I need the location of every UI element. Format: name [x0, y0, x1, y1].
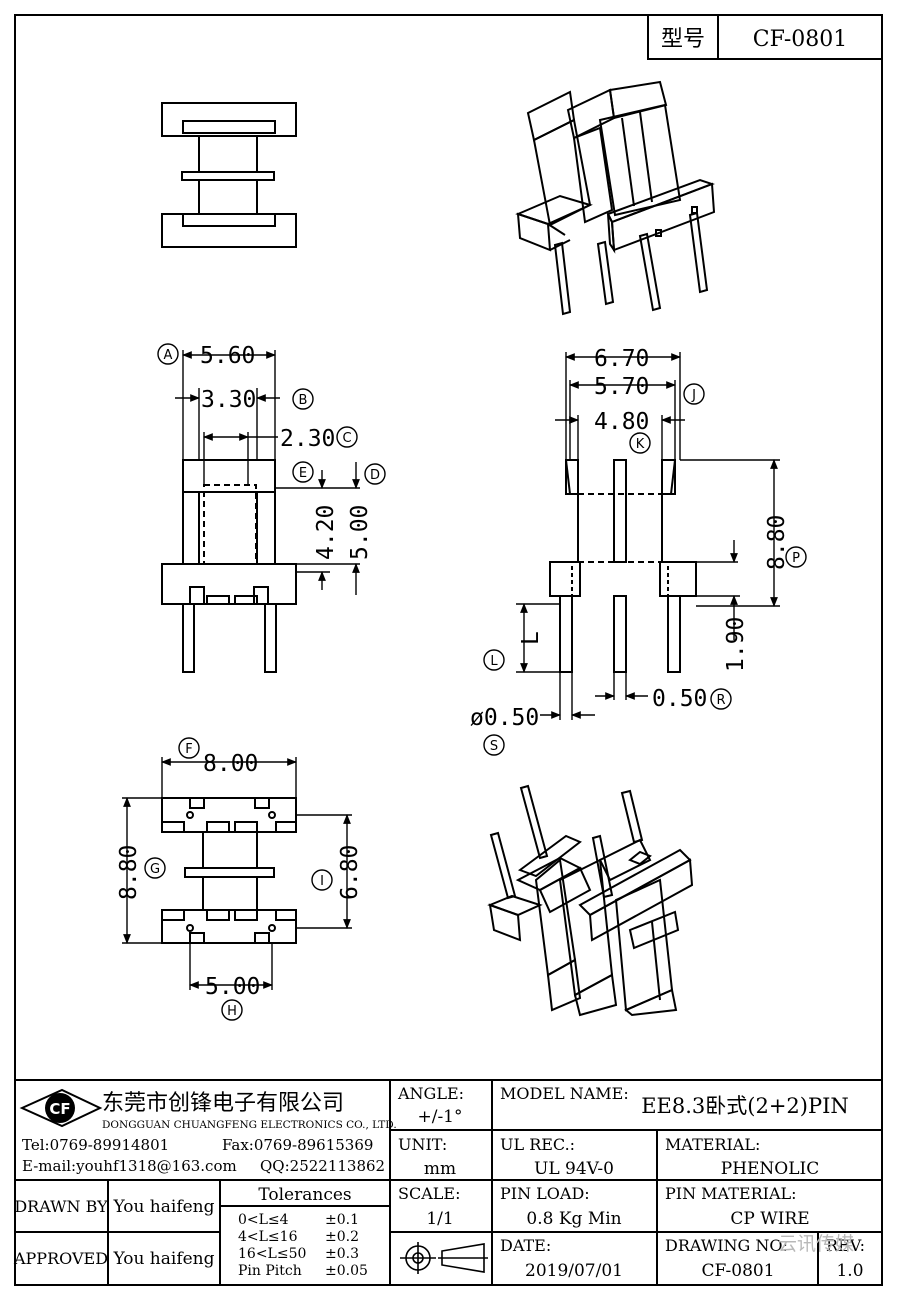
reference-markers [144, 343, 807, 1021]
scale-value: 1/1 [426, 1209, 453, 1229]
svg-text:CF: CF [49, 1100, 70, 1118]
marker-k: K [636, 437, 645, 452]
marker-d: D [370, 468, 380, 483]
tol-value-0: ±0.1 [325, 1212, 359, 1228]
marker-h: H [227, 1004, 237, 1019]
isometric-view-2 [487, 784, 694, 1017]
header-label: 型号 [661, 27, 705, 52]
marker-i: I [320, 874, 324, 889]
dim-p: 8.80 [764, 515, 790, 570]
header-value: CF-0801 [753, 27, 848, 52]
marker-p: P [792, 551, 800, 566]
model-label: MODEL NAME: [500, 1084, 629, 1103]
marker-a: A [164, 348, 173, 363]
dim-190: 1.90 [723, 617, 749, 672]
top-view [161, 102, 297, 248]
pinmat-value: CP WIRE [730, 1209, 809, 1229]
rev-label: REV: [826, 1236, 865, 1255]
angle-value: +/-1° [417, 1107, 462, 1127]
dim-w1: 6.70 [594, 346, 649, 372]
dim-h1: 4.20 [313, 505, 339, 560]
ul-label: UL REC.: [500, 1135, 575, 1154]
drawn-by-value: You haifeng [112, 1197, 214, 1217]
dim-f: 8.00 [203, 751, 258, 777]
front-view [161, 459, 297, 673]
drawno-value: CF-0801 [701, 1261, 774, 1281]
approved-value: You haifeng [112, 1249, 214, 1269]
tol-range-2: 16<L≤50 [238, 1246, 306, 1262]
drawno-label: DRAWING NO: [665, 1236, 788, 1255]
material-label: MATERIAL: [665, 1135, 760, 1154]
date-value: 2019/07/01 [525, 1261, 623, 1281]
projection-symbol-icon [400, 1242, 488, 1274]
unit-value: mm [424, 1159, 456, 1179]
watermark: 云讯传媒 [778, 1233, 854, 1255]
sheet-border [14, 14, 883, 1286]
dim-b: 3.30 [201, 387, 256, 413]
model-value: EE8.3卧式(2+2)PIN [641, 1094, 849, 1118]
unit-label: UNIT: [398, 1135, 447, 1154]
dim-i: 6.80 [337, 845, 363, 900]
marker-l: L [490, 654, 498, 669]
company-qq: QQ:2522113862 [260, 1157, 385, 1175]
company-name-cn: 东莞市创锋电子有限公司 [102, 1091, 344, 1116]
dim-a: 5.60 [200, 343, 255, 369]
pinload-value: 0.8 Kg Min [526, 1209, 621, 1229]
marker-b: B [299, 393, 308, 408]
dim-w3: 4.80 [594, 409, 649, 435]
approved-label: APPROVED [13, 1249, 108, 1268]
marker-c: C [342, 431, 351, 446]
side-view [549, 459, 697, 673]
marker-r: R [716, 693, 725, 708]
ul-value: UL 94V-0 [534, 1159, 614, 1179]
marker-f: F [185, 742, 192, 757]
tol-range-0: 0<L≤4 [238, 1212, 289, 1228]
dim-r: 0.50 [652, 686, 707, 712]
company-tel: Tel:0769-89914801 [22, 1136, 169, 1154]
dim-s: ø0.50 [470, 705, 539, 731]
marker-s: S [490, 739, 498, 754]
tol-range-3: Pin Pitch [238, 1263, 302, 1279]
scale-label: SCALE: [398, 1184, 460, 1203]
tolerances-title: Tolerances [258, 1185, 351, 1205]
title-block [15, 1079, 882, 1285]
tol-range-1: 4<L≤16 [238, 1229, 298, 1245]
tol-value-1: ±0.2 [325, 1229, 359, 1245]
dim-g: 8.80 [116, 845, 142, 900]
tol-value-3: ±0.05 [325, 1263, 368, 1279]
company-logo: CF [19, 1088, 103, 1128]
drawn-by-label: DRAWN BY [14, 1197, 108, 1216]
angle-label: ANGLE: [397, 1084, 464, 1103]
date-label: DATE: [500, 1236, 551, 1255]
marker-e: E [299, 466, 307, 481]
bottom-view [161, 797, 297, 944]
dim-w2: 5.70 [594, 374, 649, 400]
pinload-label: PIN LOAD: [500, 1184, 590, 1203]
dim-l: L [518, 631, 544, 645]
company-name-en: DONGGUAN CHUANGFENG ELECTRONICS CO., LTD… [102, 1119, 397, 1131]
marker-j: J [691, 388, 696, 403]
dim-c: 2.30 [280, 426, 335, 452]
material-value: PHENOLIC [721, 1159, 820, 1179]
pinmat-label: PIN MATERIAL: [665, 1184, 797, 1203]
marker-g: G [150, 862, 160, 877]
tol-value-2: ±0.3 [325, 1246, 359, 1262]
company-email: E-mail:youhf1318@163.com [22, 1157, 237, 1175]
rev-value: 1.0 [836, 1261, 863, 1281]
dim-hh: 5.00 [205, 974, 260, 1000]
header-box: 型号 CF-0801 [647, 14, 883, 60]
company-fax: Fax:0769-89615369 [222, 1136, 373, 1154]
dim-h2: 5.00 [347, 505, 373, 560]
isometric-view-1 [515, 80, 716, 316]
